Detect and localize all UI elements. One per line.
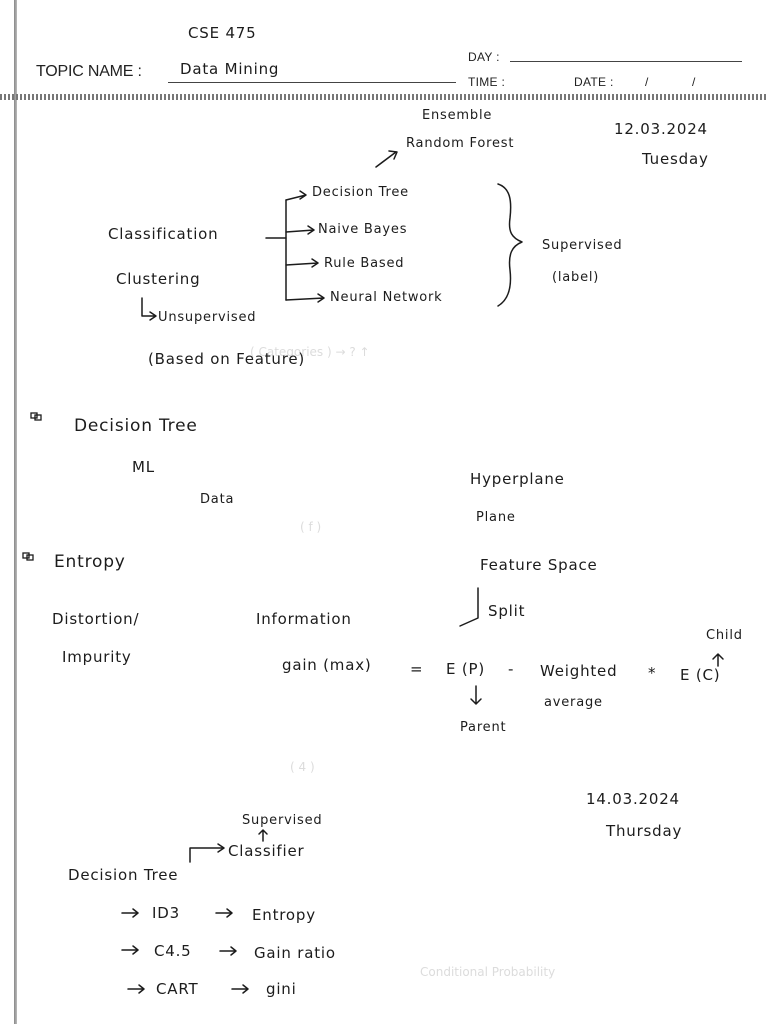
date-1: 12.03.2024 <box>614 120 708 138</box>
algorithm-name: CART <box>156 980 199 998</box>
impurity-label: Impurity <box>62 648 132 666</box>
hook-arrow-icon <box>141 297 157 321</box>
method-item: Rule Based <box>324 256 405 271</box>
bleed-through-text: Conditional Probability <box>420 965 556 979</box>
supervised-2-label: Supervised <box>242 813 323 828</box>
day-1: Tuesday <box>642 150 709 168</box>
box-bullet-icon <box>22 552 34 561</box>
date-slash: / <box>692 75 696 89</box>
child-label: Child <box>706 628 743 643</box>
data-label: Data <box>200 492 235 507</box>
split-label: Split <box>488 602 526 620</box>
information-label: Information <box>256 610 352 628</box>
day-2: Thursday <box>606 822 683 840</box>
date-2: 14.03.2024 <box>586 790 680 808</box>
decision-tree-2-label: Decision Tree <box>68 866 179 884</box>
topic-label: TOPIC NAME : <box>36 63 142 80</box>
hyperplane-label: Hyperplane <box>470 470 565 488</box>
notebook-header: CSE 475 TOPIC NAME : Data Mining DAY : T… <box>0 0 768 110</box>
day-rule <box>510 61 742 62</box>
entropy-child: E (C) <box>680 666 721 684</box>
brace-icon <box>497 183 523 307</box>
parent-label: Parent <box>460 720 507 735</box>
average-label: average <box>544 695 603 710</box>
algorithm-measure: Entropy <box>252 906 316 924</box>
topic-value: Data Mining <box>180 60 280 78</box>
label-note: (label) <box>552 270 600 285</box>
feature-space-label: Feature Space <box>480 556 598 574</box>
arrow-decision-tree <box>285 190 307 201</box>
ensemble-label: Ensemble <box>422 108 493 123</box>
date-slash: / <box>645 75 649 89</box>
arrow-cart <box>127 984 145 994</box>
bleed-through-text: ( Categories ) → ? ↑ <box>250 345 370 359</box>
box-bullet-icon <box>30 412 42 421</box>
algorithm-name: C4.5 <box>154 942 192 960</box>
margin-line <box>14 0 17 1024</box>
bleed-through-text: ( f ) <box>300 520 322 534</box>
down-arrow-icon <box>470 685 482 705</box>
classifier-arrow <box>189 843 225 863</box>
feature-note: (Based on Feature) <box>148 350 306 368</box>
arrow-gain-ratio <box>219 946 237 956</box>
method-item: Neural Network <box>330 290 443 305</box>
method-item: Decision Tree <box>312 185 409 200</box>
decision-tree-heading: Decision Tree <box>74 416 198 436</box>
distortion-label: Distortion/ <box>52 610 140 628</box>
entropy-heading: Entropy <box>54 552 126 572</box>
random-forest-label: Random Forest <box>406 136 515 151</box>
arrow-c45 <box>121 945 139 955</box>
algorithm-measure: gini <box>266 980 297 998</box>
arrowhead-icon <box>388 150 398 160</box>
clustering-label: Clustering <box>116 270 201 288</box>
supervised-up-arrow-icon <box>258 829 268 842</box>
algorithm-measure: Gain ratio <box>254 944 336 962</box>
algorithm-name: ID3 <box>152 904 180 922</box>
course-code: CSE 475 <box>188 24 257 42</box>
day-label: DAY : <box>468 50 500 64</box>
arrow-neural-network <box>285 293 325 303</box>
arrow-line <box>375 151 397 168</box>
weighted-label: Weighted <box>540 662 618 680</box>
times-sign: * <box>648 664 657 682</box>
date-label: DATE : <box>574 75 614 89</box>
plane-label: Plane <box>476 510 516 525</box>
entropy-parent: E (P) <box>446 660 485 678</box>
bleed-through-text: ( 4 ) <box>290 760 315 774</box>
ml-label: ML <box>132 458 155 476</box>
minus-sign: - <box>508 660 515 678</box>
arrow-rule-based <box>285 258 319 268</box>
time-label: TIME : <box>468 75 506 89</box>
topic-rule <box>168 82 456 83</box>
unsupervised-label: Unsupervised <box>158 310 257 325</box>
perforation-divider <box>0 94 768 100</box>
arrow-entropy <box>215 908 233 918</box>
method-item: Naive Bayes <box>318 222 408 237</box>
classifier-label: Classifier <box>228 842 305 860</box>
gain-formula-left: gain (max) <box>282 656 372 674</box>
arrow-naive-bayes <box>285 225 315 235</box>
up-arrow-icon <box>712 653 724 667</box>
equals-sign: = <box>410 660 424 678</box>
split-connector <box>459 587 479 627</box>
arrow-gini <box>231 984 249 994</box>
supervised-label: Supervised <box>542 238 623 253</box>
classification-label: Classification <box>108 225 219 243</box>
arrow-id3 <box>121 908 139 918</box>
